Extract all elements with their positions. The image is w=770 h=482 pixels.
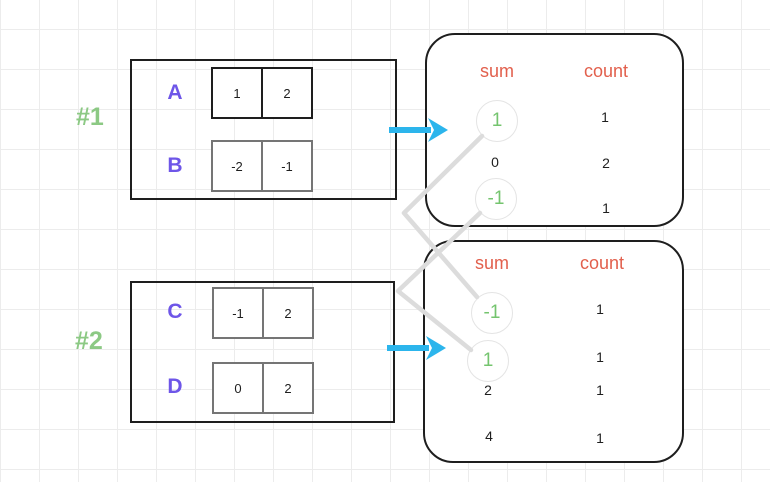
table1-count-header: count (583, 61, 629, 81)
table2-row1-sum-circled: 1 (467, 340, 509, 382)
table2-row2-count: 1 (596, 382, 604, 398)
table1-row1-count: 2 (602, 155, 610, 171)
row-label-b: B (167, 154, 183, 177)
array-c-cell-0: -1 (214, 289, 264, 337)
table1-row2-sum-circled: -1 (475, 178, 517, 220)
table1-row2-count: 1 (602, 200, 610, 216)
table2-row1-count: 1 (596, 349, 604, 365)
array-d-cell-1: 2 (284, 380, 292, 396)
table1-row1-sum: 0 (491, 154, 499, 170)
table2-row2-sum: 2 (484, 382, 492, 398)
row-label-c: C (167, 300, 183, 323)
array-c-cells: -1 2 (212, 287, 314, 339)
table2-row0-sum-circled: -1 (471, 292, 513, 334)
array-a-cell-1: 2 (283, 85, 291, 101)
table1-row0-sum-circled: 1 (476, 100, 518, 142)
array-d-cell-0: 0 (214, 364, 264, 412)
table1-row0-count: 1 (601, 109, 609, 125)
row-label-d: D (167, 375, 183, 398)
table1-sum-header: sum (479, 61, 514, 81)
table2-row0-count: 1 (596, 301, 604, 317)
array-c-cell-1: 2 (284, 305, 292, 321)
array-b-cells: -2 -1 (211, 140, 313, 192)
array-a-cells: 1 2 (211, 67, 313, 119)
row-label-a: A (167, 81, 183, 104)
table2-sum-header: sum (474, 253, 509, 273)
array-d-cells: 0 2 (212, 362, 314, 414)
group1-label: #1 (76, 103, 104, 131)
group2-label: #2 (75, 327, 103, 355)
group2-box (130, 281, 395, 423)
array-a-cell-0: 1 (213, 69, 263, 117)
table2-count-header: count (579, 253, 625, 273)
table2-row3-count: 1 (596, 430, 604, 446)
table2-row3-sum: 4 (485, 428, 493, 444)
array-b-cell-0: -2 (213, 142, 263, 190)
array-b-cell-1: -1 (281, 158, 293, 174)
